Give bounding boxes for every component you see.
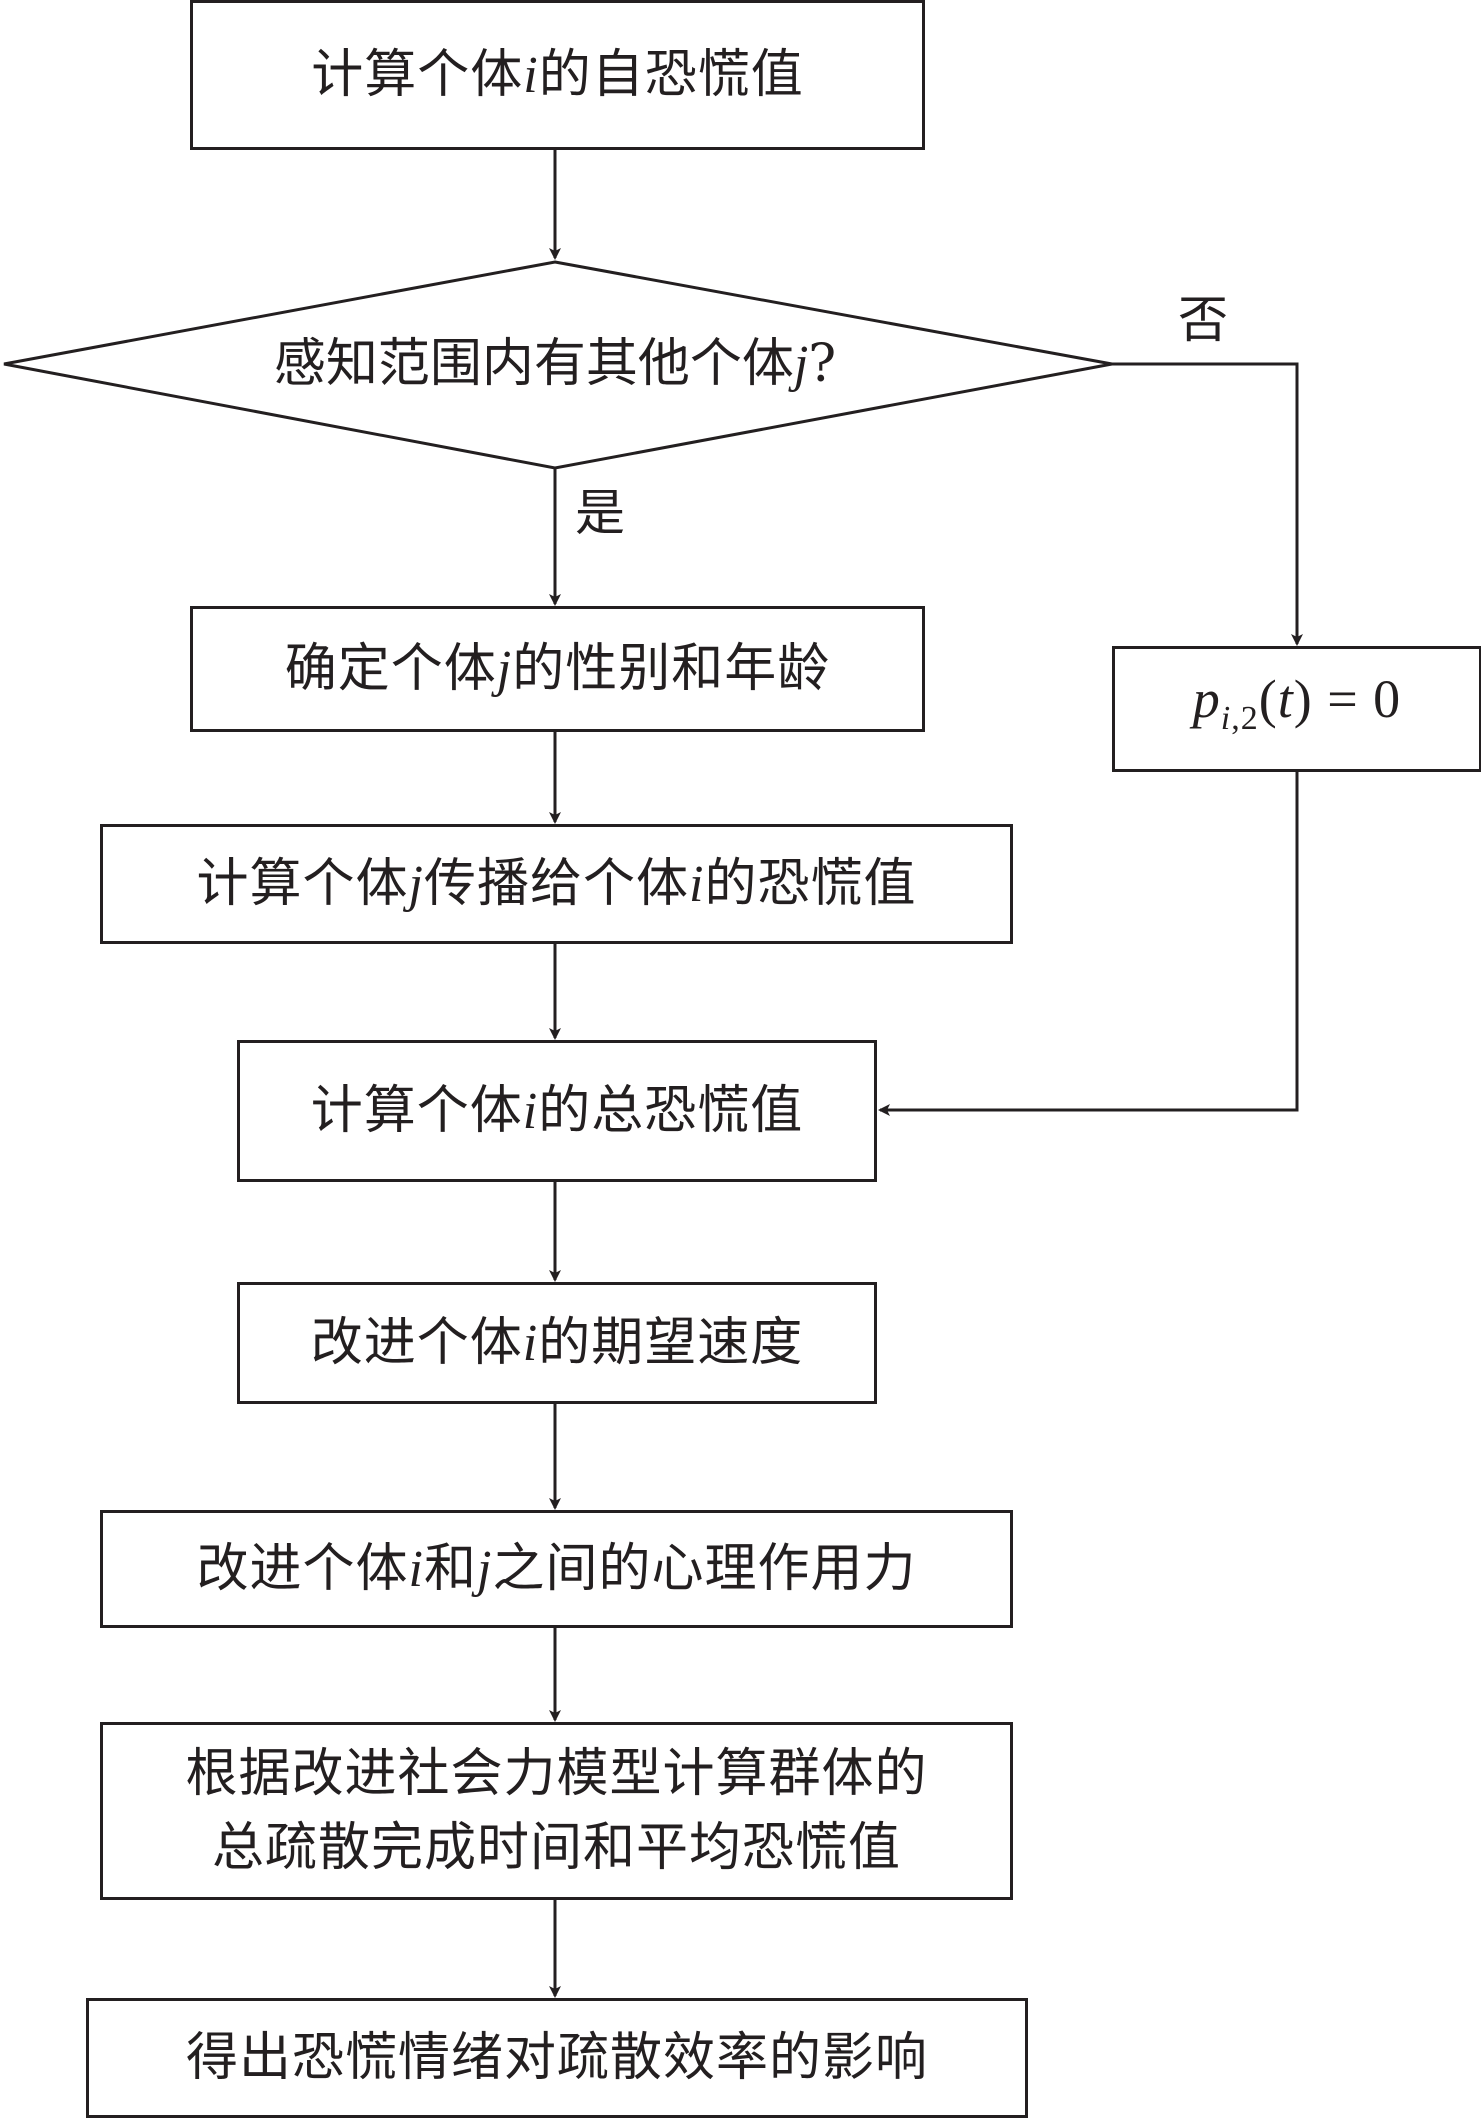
node-text-line2: 总疏散完成时间和平均恐慌值 — [211, 1818, 901, 1878]
var-j: j — [496, 640, 513, 698]
node-compute-results: 根据改进社会力模型计算群体的 总疏散完成时间和平均恐慌值 — [100, 1722, 1013, 1900]
arrow-side-n4 — [878, 770, 1299, 1116]
node-gender-age: 确定个体j的性别和年龄 — [190, 606, 925, 732]
node-conclusion: 得出恐慌情绪对疏散效率的影响 — [86, 1998, 1028, 2118]
node-total-panic: 计算个体i的总恐慌值 — [237, 1040, 877, 1182]
var-i: i — [522, 1314, 539, 1372]
decision-label: 感知范围内有其他个体j? — [273, 334, 837, 394]
yes-label: 是 — [575, 484, 625, 542]
node-text: 的自恐慌值 — [538, 44, 804, 105]
var-i: i — [408, 1540, 424, 1598]
node-self-panic: 计算个体i的自恐慌值 — [190, 0, 925, 150]
var-j: j — [408, 855, 424, 913]
node-text: 计算个体 — [311, 44, 524, 105]
var-i: i — [689, 855, 705, 913]
node-psych-force: 改进个体i和j之间的心理作用力 — [100, 1510, 1013, 1628]
node-propagated-panic: 计算个体j传播给个体i的恐慌值 — [100, 824, 1013, 944]
no-label: 否 — [1178, 291, 1228, 349]
node-desired-speed: 改进个体i的期望速度 — [237, 1282, 877, 1404]
var-i: i — [522, 1082, 539, 1140]
var-j: j — [793, 336, 809, 393]
node-text-line1: 根据改进社会力模型计算群体的 — [185, 1744, 928, 1804]
var-j: j — [477, 1540, 493, 1598]
node-formula: pi,2(t) = 0 — [1112, 646, 1481, 772]
var-i: i — [523, 46, 539, 104]
arrow-decision-side — [1112, 362, 1303, 646]
